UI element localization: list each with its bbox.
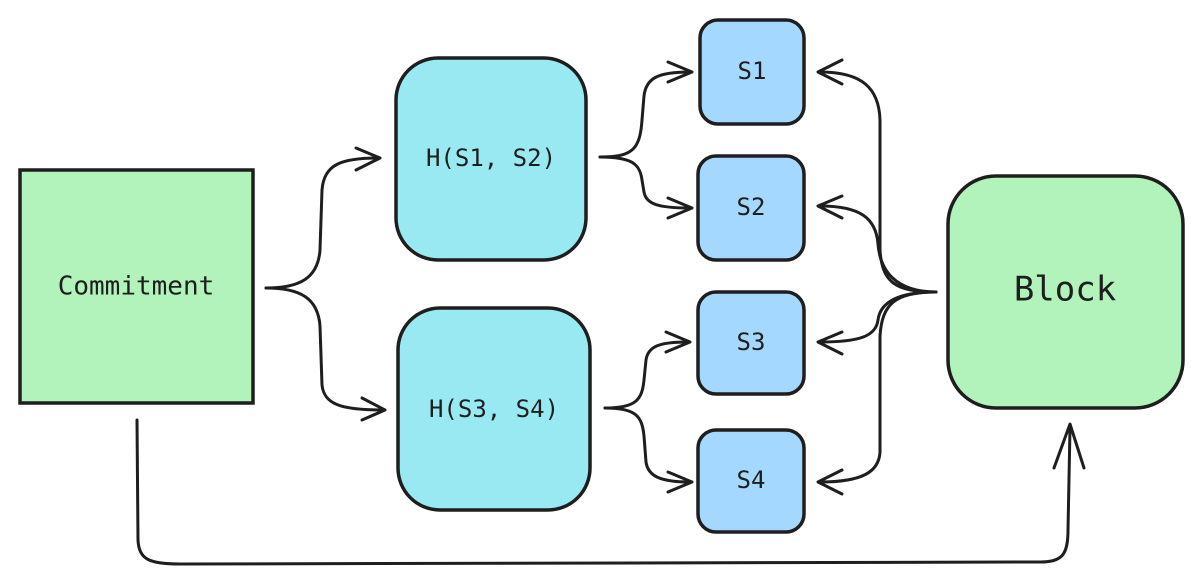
commitment-box (18, 168, 255, 405)
arrowhead-hash-s3-s4 (360, 396, 387, 422)
s1-box (698, 18, 806, 126)
commitment-label: Commitment (58, 272, 215, 302)
node-hash-s1-s2[interactable]: H(S1, S2) (394, 56, 588, 262)
block-label: Block (1014, 270, 1116, 310)
edge-hash-s1-s2-to-s2 (598, 155, 692, 210)
edge-block-to-s1 (818, 70, 938, 294)
node-s4[interactable]: S4 (696, 428, 806, 534)
edge-hash-s3-s4-to-s3 (603, 340, 690, 410)
edge-hash-s1-s2-to-s1 (598, 70, 692, 159)
arrowhead-s2-from-hash (666, 196, 694, 220)
hash-s3-s4-box (396, 306, 592, 512)
node-commitment[interactable]: Commitment (18, 168, 255, 405)
arrowhead-s1-from-hash (666, 60, 694, 84)
arrowhead-s3-from-hash (664, 330, 692, 354)
edge-commitment-to-hash-s3-s4 (264, 286, 385, 412)
edges (135, 58, 1086, 566)
arrowhead-s4-from-block (816, 468, 844, 496)
s1-label: S1 (738, 57, 767, 85)
s4-label: S4 (737, 466, 766, 494)
arrowhead-hash-s1-s2 (354, 146, 382, 172)
node-s2[interactable]: S2 (696, 154, 806, 262)
edge-hash-s3-s4-to-s4 (603, 406, 692, 484)
block-box (946, 174, 1185, 410)
node-block[interactable]: Block (946, 174, 1185, 410)
arrowhead-s1-from-block (816, 58, 844, 86)
s3-label: S3 (737, 328, 766, 356)
node-s1[interactable]: S1 (698, 18, 806, 126)
node-s3[interactable]: S3 (696, 290, 806, 396)
hash-s1-s2-box (394, 56, 588, 262)
edge-commitment-to-block (135, 418, 1072, 566)
hash-s3-s4-label: H(S3, S4) (429, 395, 559, 423)
arrowhead-s4-from-hash (666, 470, 694, 494)
arrowhead-s3-from-block (816, 330, 844, 356)
edge-block-to-s4 (818, 290, 938, 484)
s3-box (696, 290, 806, 396)
node-hash-s3-s4[interactable]: H(S3, S4) (396, 306, 592, 512)
edge-block-to-s2 (818, 204, 938, 294)
s2-box (696, 154, 806, 262)
arrowhead-block-from-commitment (1052, 422, 1086, 470)
hash-s1-s2-label: H(S1, S2) (426, 144, 556, 172)
edge-commitment-to-hash-s1-s2 (264, 156, 380, 290)
s2-label: S2 (737, 193, 766, 221)
arrowhead-s2-from-block (816, 194, 844, 220)
s4-box (696, 428, 806, 534)
